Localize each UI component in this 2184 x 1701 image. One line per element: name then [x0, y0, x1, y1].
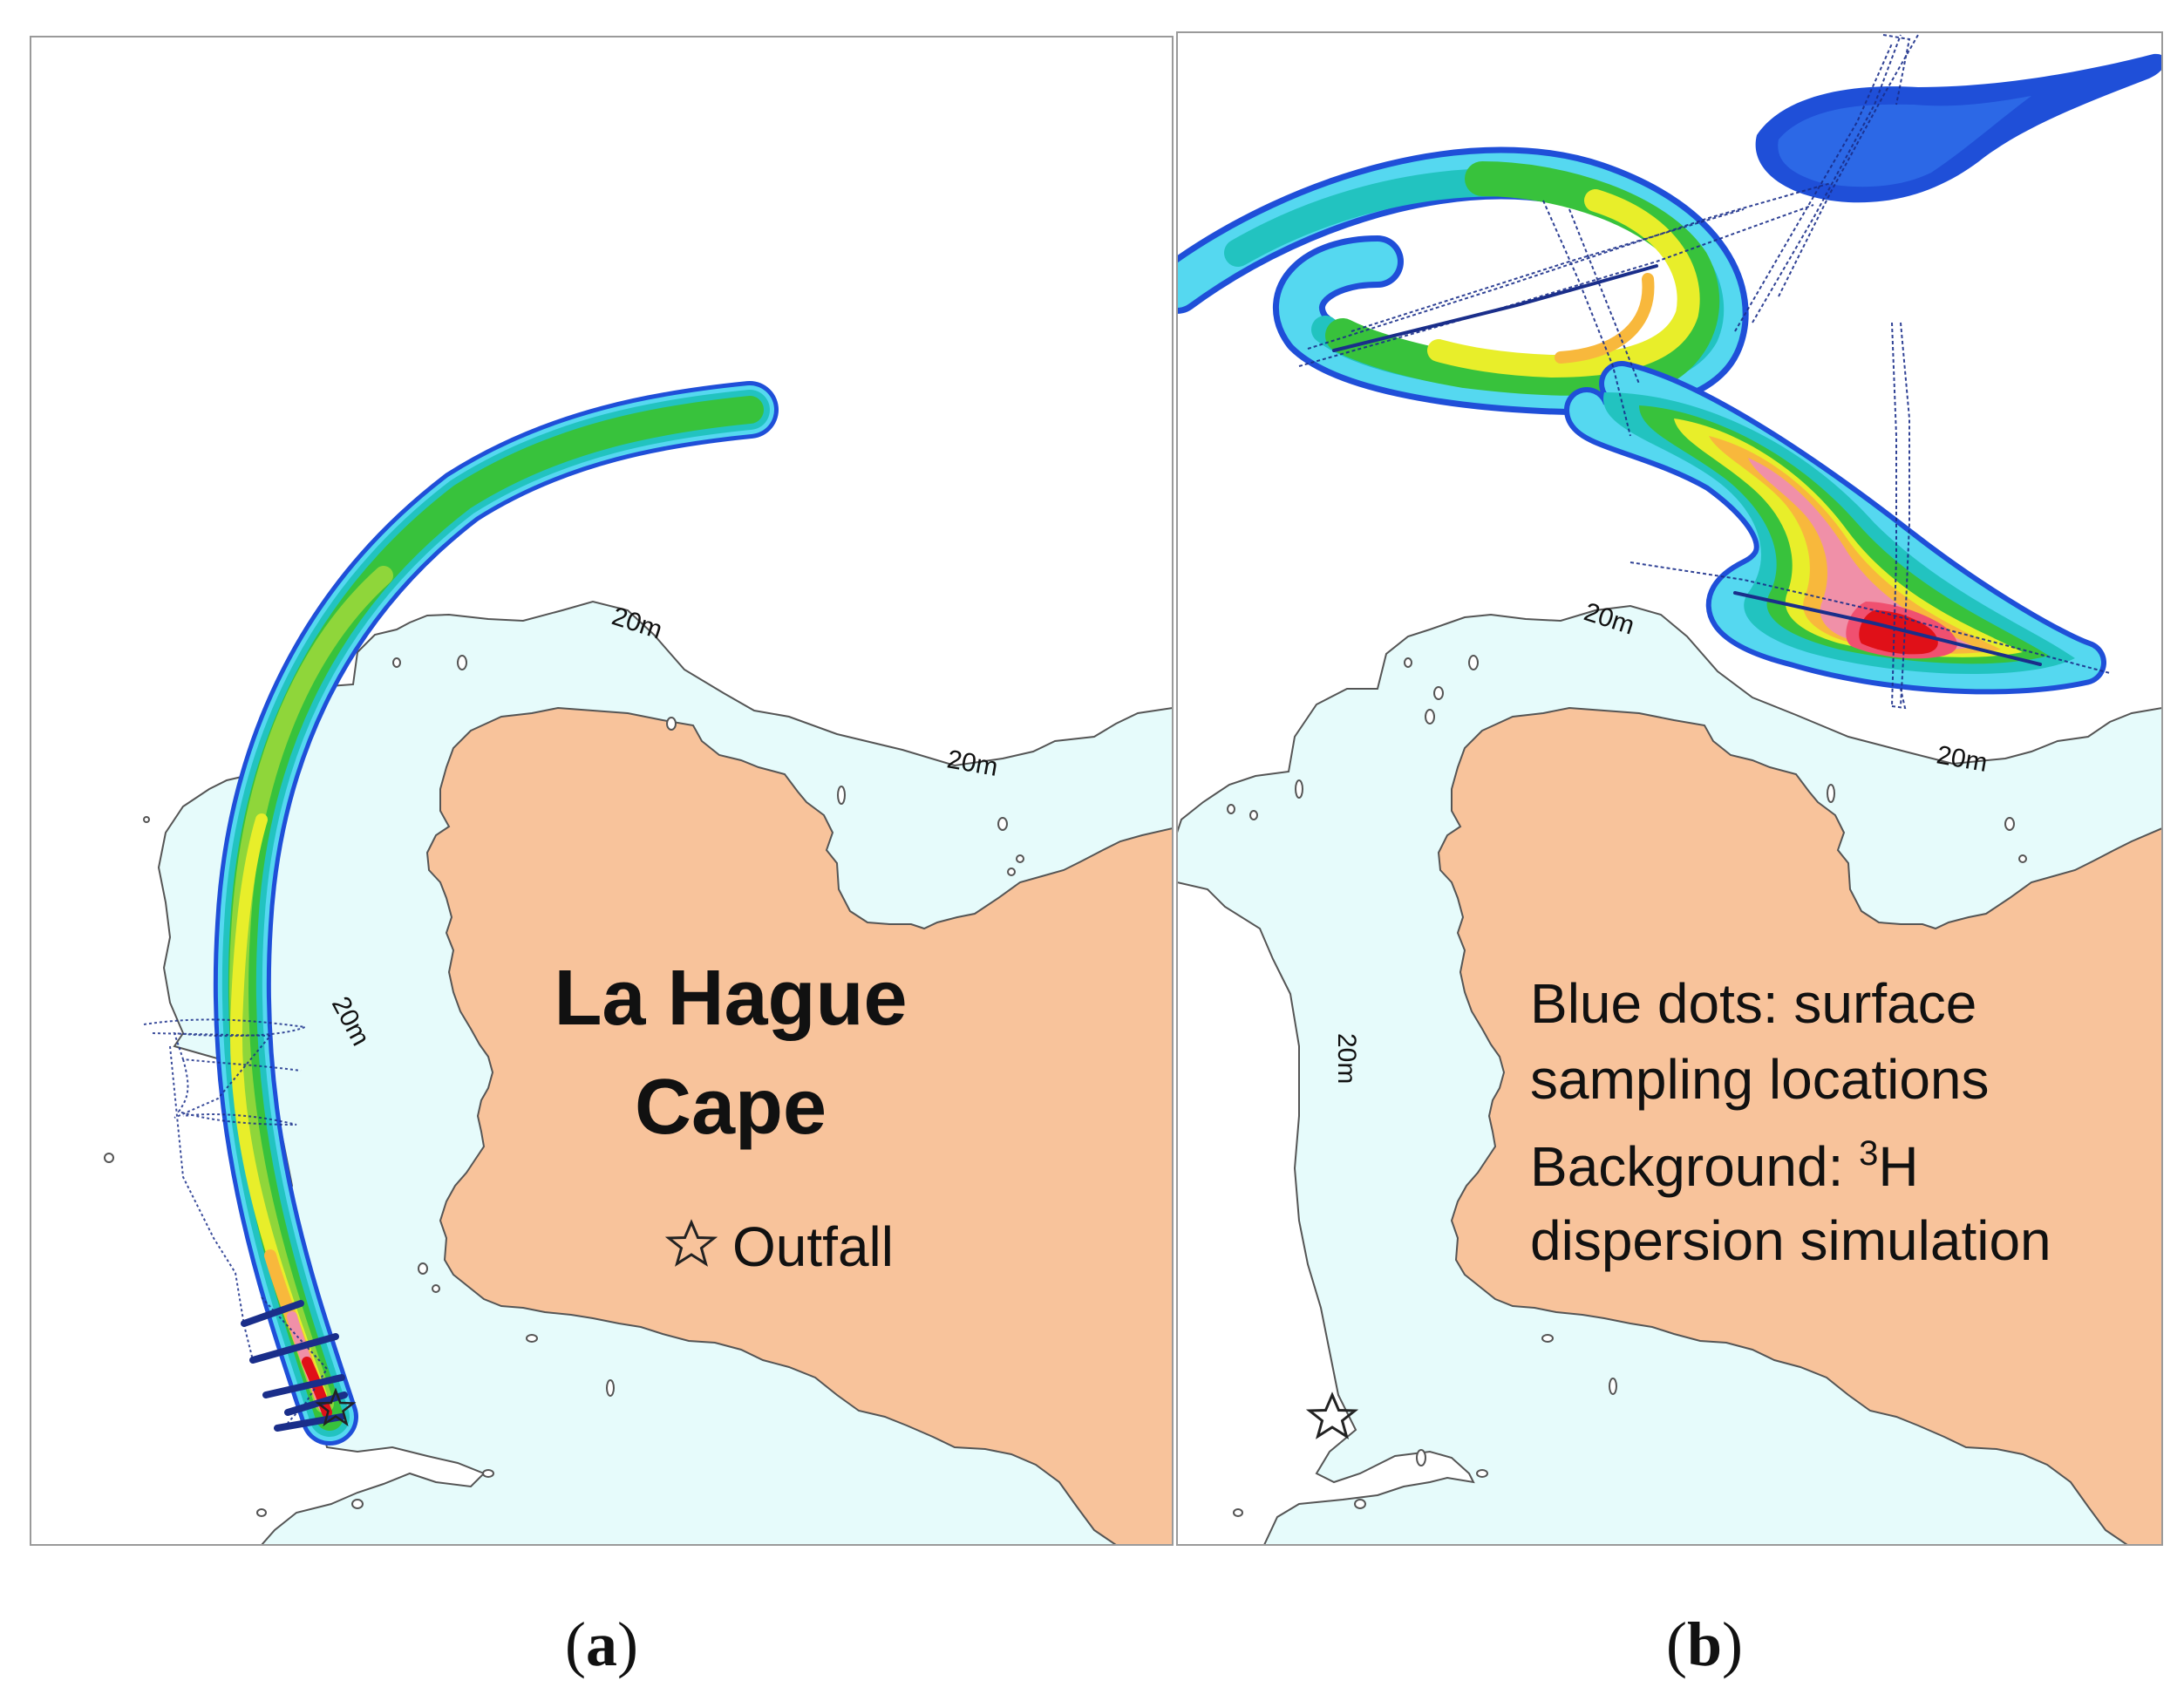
sampling-tracks-b [1298, 34, 2111, 710]
land-la-hague [1437, 706, 2162, 1545]
islets-b [1227, 655, 2027, 1517]
panel-a-frame [30, 36, 1174, 1546]
cape-title-line2: Cape [635, 1064, 827, 1151]
outfall-star-icon-a [315, 1387, 357, 1426]
legend-line-blue-dots: Blue dots: surface [1530, 972, 1976, 1035]
legend-line-sampling: sampling locations [1530, 1048, 1990, 1111]
cape-title-line1: La Hague [554, 955, 907, 1042]
legend-line-dispersion: dispersion simulation [1530, 1209, 2051, 1272]
caption-a-open: ( [565, 1609, 586, 1679]
caption-b-letter: b [1687, 1609, 1722, 1679]
islets-a [104, 655, 1024, 1517]
panel-b: 20m 20m 20m [1177, 32, 2162, 1545]
caption-a-close: ) [617, 1609, 638, 1679]
caption-a-letter: a [586, 1609, 617, 1679]
plume-b [1177, 53, 2162, 695]
caption-b-open: ( [1666, 1609, 1687, 1679]
plume-a [213, 381, 779, 1446]
outfall-legend: Outfall [664, 1215, 894, 1278]
legend-background-prefix: Background: [1530, 1135, 1859, 1198]
sampling-tracks-b-dense [1332, 264, 2042, 666]
legend-superscript: 3 [1859, 1134, 1878, 1173]
caption-a: (a) [565, 1609, 638, 1679]
star-outline-icon [664, 1219, 718, 1267]
land-la-hague [425, 706, 1173, 1545]
outfall-label: Outfall [732, 1215, 894, 1278]
outfall-star-icon-b [1305, 1391, 1359, 1439]
panel-b-frame [1176, 31, 2163, 1546]
panel-a: 20m 20m 20m [31, 37, 1173, 1545]
caption-b-close: ) [1722, 1609, 1743, 1679]
contour-label-20m-b3: 20m [1332, 1033, 1361, 1084]
legend-background-suffix: H [1878, 1135, 1918, 1198]
legend-b: Blue dots: surface sampling locations Ba… [1530, 972, 2051, 1272]
legend-line-background: Background: 3H [1530, 1134, 1919, 1198]
caption-b: (b) [1666, 1609, 1743, 1679]
